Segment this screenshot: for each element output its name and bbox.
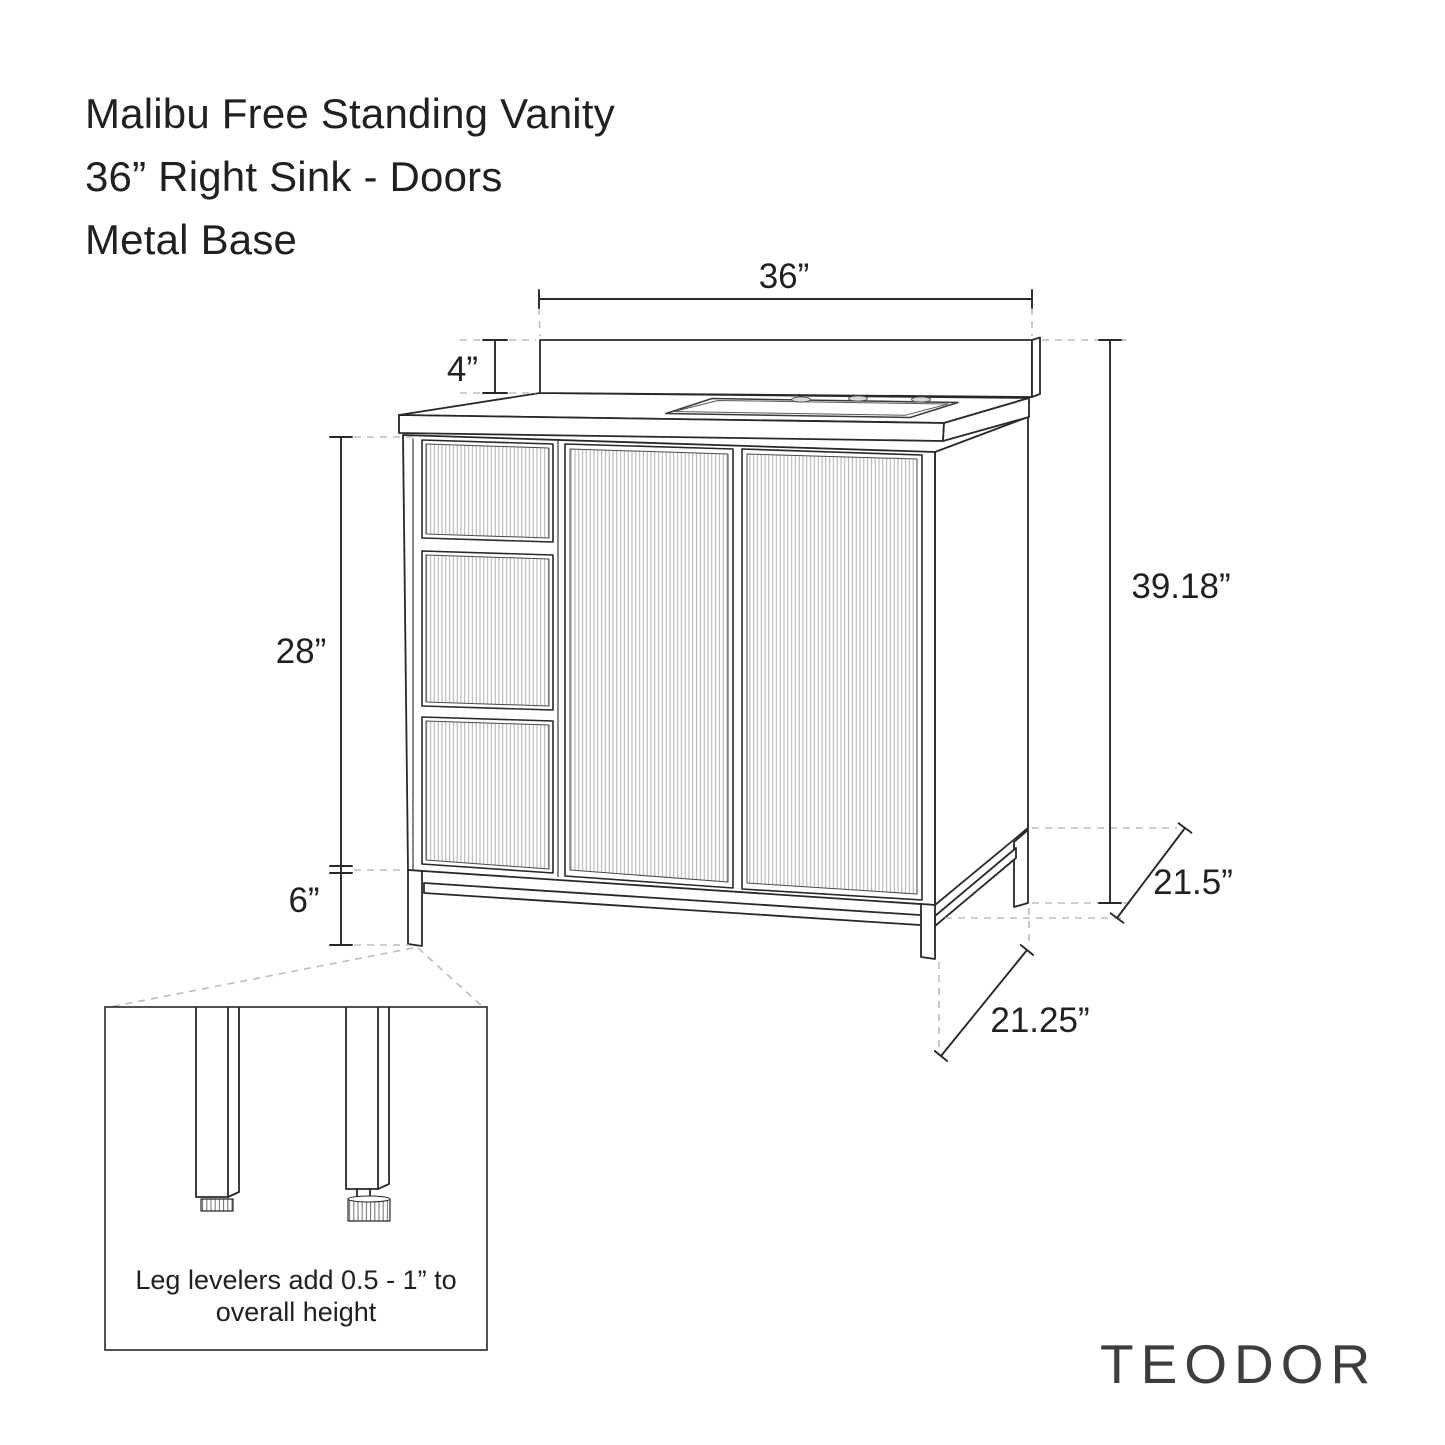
label-base-depth: 21.25” [990,1001,1089,1040]
detail-leg-a-side [227,1007,240,1198]
detail-box-frame [104,1006,488,1351]
leg-leveler-detail-box: Leg levelers add 0.5 - 1” to overall hei… [104,1006,488,1351]
sink-basin-outline [665,397,959,419]
faucet-hole-center [848,395,868,402]
product-title-line-2: 36” Right Sink - Doors [85,153,503,200]
label-overall-height: 39.18” [1131,567,1230,606]
drawer-stack [421,439,554,874]
faucet-hole-left [791,396,811,403]
label-cabinet-body-height: 28” [276,632,327,671]
product-title-line-3: Metal Base [85,216,298,263]
front-right-leg [920,903,936,960]
label-leg-height: 6” [288,881,319,920]
detail-leader-right [417,947,484,1008]
label-top-depth: 21.5” [1153,863,1233,902]
dimension-overall-height: 39.18” [1098,339,1231,904]
door-right-fluting [746,453,918,895]
faucet-hole-right [911,396,931,403]
label-top-width: 36” [759,257,810,296]
detail-leader-left [109,947,414,1008]
countertop-side-edge [942,397,1030,442]
dimension-cabinet-and-leg-height: 28” 6” [276,436,353,946]
detail-leg-b-side [377,1007,390,1190]
detail-leg-a [195,1007,229,1198]
leveler-note-line-1: Leg levelers add 0.5 - 1” to [135,1265,456,1295]
vanity-body [398,336,1041,960]
sink-basin-inner-outline [673,400,949,416]
cabinet-doors [564,443,923,901]
product-title-line-1: Malibu Free Standing Vanity [85,90,615,137]
door-left-fluting [569,448,729,883]
detail-leveler-b-top [347,1195,391,1203]
drawer-front-1-fluting [425,443,550,539]
dimension-top-width: 36” [538,257,1033,309]
brand-logo: TEODOR [1100,1333,1378,1395]
label-backsplash-height: 4” [447,350,478,389]
ref-dash-width-left [538,307,541,337]
product-title: Malibu Free Standing Vanity 36” Right Si… [85,82,615,271]
back-right-leg [1013,829,1029,908]
backsplash-front [539,339,1033,398]
dimension-lines: 36” 4” 28” 6” 39.18” [276,257,1233,1062]
reference-dashed-lines [109,307,1177,1054]
drawer-front-2-fluting [425,554,550,707]
dimension-base-depth: 21.25” [933,944,1090,1062]
cabinet-side-panel [934,416,1029,906]
backsplash-side [1031,336,1041,398]
dimension-backsplash-height: 4” [447,339,508,394]
leveler-note-line-2: overall height [216,1297,377,1327]
detail-leveler-a [200,1198,234,1212]
detail-leg-b [345,1007,379,1190]
front-left-leg [407,869,423,947]
drawer-front-3-fluting [425,720,550,870]
dimension-top-depth: 21.5” [1109,822,1233,924]
